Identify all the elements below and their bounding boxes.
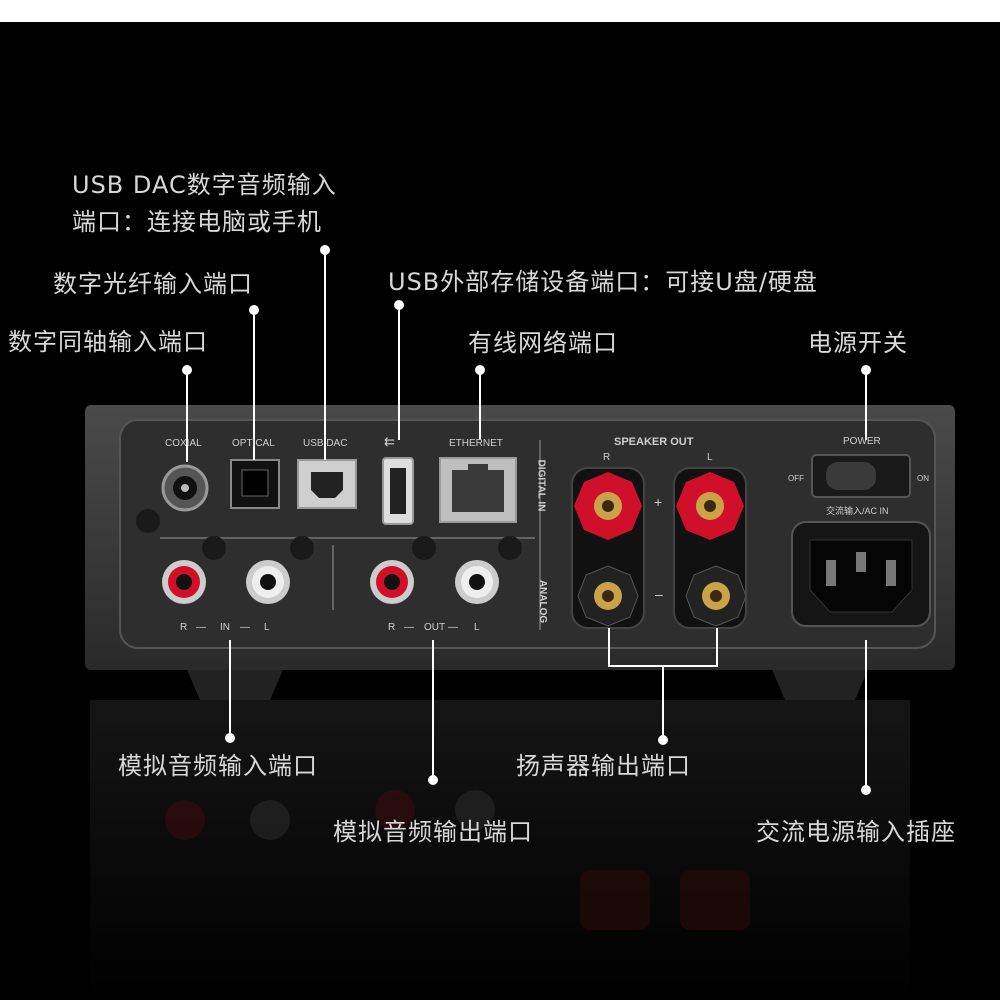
label-power: POWER	[843, 436, 881, 447]
label-optical: OPTICAL	[232, 438, 275, 449]
label-in-l: L	[264, 622, 270, 633]
label-off: OFF	[788, 474, 804, 483]
label-in: IN	[220, 622, 230, 633]
callout-usb-dac-line1: USB DAC数字音频输入	[72, 171, 337, 199]
foot-left	[185, 665, 285, 700]
label-out-r: R	[388, 622, 396, 633]
label-speaker-r: R	[603, 452, 611, 463]
reflection	[90, 700, 910, 1000]
label-coxial: COXIAL	[165, 438, 202, 449]
label-usb-dac: USB DAC	[303, 438, 348, 449]
callout-usb-storage: USB外部存储设备端口：可接U盘/硬盘	[388, 268, 818, 296]
callout-usb-dac-line2: 端口：连接电脑或手机	[72, 208, 322, 236]
callout-ethernet: 有线网络端口	[468, 329, 618, 357]
label-in-r: R	[180, 622, 188, 633]
callout-lines	[182, 245, 871, 795]
speaker-r-minus	[577, 565, 639, 627]
label-plus: +	[654, 494, 663, 510]
label-out-dash1: —	[404, 622, 414, 633]
callout-analog-out: 模拟音频输出端口	[333, 818, 533, 846]
label-out: OUT	[424, 622, 446, 633]
label-digital-in: DIGITAL IN	[535, 459, 547, 512]
callout-speaker-out: 扬声器输出端口	[516, 752, 691, 780]
label-ethernet: ETHERNET	[449, 438, 503, 449]
label-in-dash2: —	[240, 622, 250, 633]
callout-ac-in: 交流电源输入插座	[756, 818, 956, 846]
foot-right	[770, 665, 870, 700]
speaker-l-plus	[676, 472, 744, 540]
rca-out-r	[370, 560, 414, 604]
label-out-l: L	[474, 622, 480, 633]
speaker-l-minus	[685, 565, 747, 627]
label-speaker-l: L	[707, 452, 713, 463]
label-analog: ANALOG	[537, 579, 549, 624]
top-white-strip	[0, 0, 1000, 22]
label-out-dash2: —	[448, 622, 458, 633]
rca-in-r	[162, 560, 206, 604]
label-minus: –	[655, 586, 663, 602]
label-speaker-out: SPEAKER OUT	[614, 436, 694, 448]
label-in-dash1: —	[196, 622, 206, 633]
callout-optical: 数字光纤输入端口	[53, 270, 253, 298]
callout-coaxial: 数字同轴输入端口	[8, 328, 208, 356]
usb-icon: ⇇	[384, 434, 395, 449]
rca-in-l	[246, 560, 290, 604]
label-on: ON	[917, 474, 929, 483]
speaker-r-plus	[574, 472, 642, 540]
callout-analog-in: 模拟音频输入端口	[118, 752, 318, 780]
callout-power-switch: 电源开关	[808, 329, 908, 357]
label-ac-in: 交流输入/AC IN	[826, 506, 889, 516]
rca-out-l	[455, 560, 499, 604]
